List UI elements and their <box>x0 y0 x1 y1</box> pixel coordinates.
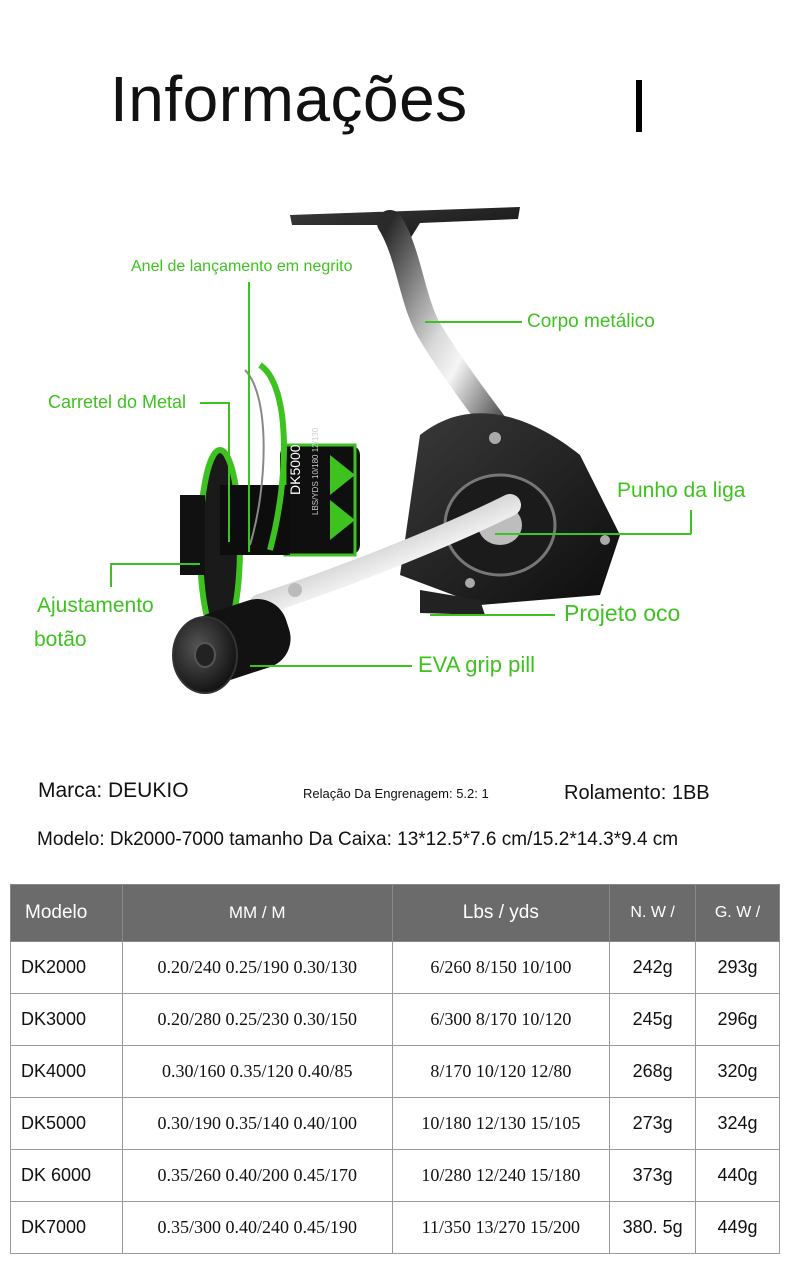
cell-lbs: 6/300 8/170 10/120 <box>391 993 611 1046</box>
cell-gw: 293g <box>695 941 780 994</box>
callout-line-casting-ring <box>248 282 250 552</box>
header-lbs: Lbs / yds <box>391 884 611 942</box>
callout-metal-body: Corpo metálico <box>527 311 655 332</box>
header-nw: N. W / <box>609 884 697 942</box>
cell-model: DK 6000 <box>10 1149 123 1202</box>
spec-table: Modelo MM / M Lbs / yds N. W / G. W / DK… <box>10 884 780 1254</box>
spool-sub-label: LBS/YDS 10/180 12/130 <box>311 427 320 515</box>
fishing-reel-image: DK5000 LBS/YDS 10/180 12/130 <box>172 207 620 694</box>
cell-nw: 380. 5g <box>609 1201 697 1254</box>
table-header-row: Modelo MM / M Lbs / yds N. W / G. W / <box>10 884 780 942</box>
cell-lbs: 10/280 12/240 15/180 <box>391 1149 611 1202</box>
callout-alloy-handle: Punho da liga <box>617 479 746 502</box>
callout-line-alloy-handle-v <box>690 510 692 534</box>
cell-mm: 0.30/190 0.35/140 0.40/100 <box>121 1097 393 1150</box>
cell-model: DK4000 <box>10 1045 123 1098</box>
text-cursor <box>636 80 642 132</box>
cell-gw: 296g <box>695 993 780 1046</box>
cell-lbs: 6/260 8/150 10/100 <box>391 941 611 994</box>
brand-text: Marca: DEUKIO <box>38 779 189 802</box>
gear-ratio-text: Relação Da Engrenagem: 5.2: 1 <box>303 786 489 801</box>
cell-nw: 273g <box>609 1097 697 1150</box>
cell-lbs: 8/170 10/120 12/80 <box>391 1045 611 1098</box>
cell-nw: 242g <box>609 941 697 994</box>
cell-gw: 324g <box>695 1097 780 1150</box>
callout-hollow-design: Projeto oco <box>564 600 681 626</box>
table-row: DK5000 0.30/190 0.35/140 0.40/100 10/180… <box>10 1097 780 1150</box>
cell-model: DK7000 <box>10 1201 123 1254</box>
callout-line-metal-spool <box>200 402 228 404</box>
callout-line-metal-spool-v <box>228 402 230 542</box>
cell-gw: 440g <box>695 1149 780 1202</box>
cell-lbs: 11/350 13/270 15/200 <box>391 1201 611 1254</box>
callout-line-hollow <box>430 614 555 616</box>
cell-mm: 0.35/260 0.40/200 0.45/170 <box>121 1149 393 1202</box>
spool-model-label: DK5000 <box>287 444 303 495</box>
callout-eva-grip: EVA grip pill <box>418 652 535 677</box>
callout-line-adjust-v <box>110 563 112 587</box>
callout-adjust-line1: Ajustamento <box>37 594 154 617</box>
callout-casting-ring: Anel de lançamento em negrito <box>131 258 353 275</box>
cell-gw: 320g <box>695 1045 780 1098</box>
cell-nw: 245g <box>609 993 697 1046</box>
cell-lbs: 10/180 12/130 15/105 <box>391 1097 611 1150</box>
table-row: DK4000 0.30/160 0.35/120 0.40/85 8/170 1… <box>10 1045 780 1098</box>
cell-nw: 373g <box>609 1149 697 1202</box>
cell-mm: 0.30/160 0.35/120 0.40/85 <box>121 1045 393 1098</box>
cell-mm: 0.20/280 0.25/230 0.30/150 <box>121 993 393 1046</box>
bearing-text: Rolamento: 1BB <box>564 782 710 804</box>
header-mm: MM / M <box>121 884 393 942</box>
cell-nw: 268g <box>609 1045 697 1098</box>
header-gw: G. W / <box>695 884 780 942</box>
page-title: Informações <box>110 63 468 135</box>
cell-gw: 449g <box>695 1201 780 1254</box>
table-row: DK 6000 0.35/260 0.40/200 0.45/170 10/28… <box>10 1149 780 1202</box>
cell-model: DK2000 <box>10 941 123 994</box>
callout-adjust-line2: botão <box>34 628 87 651</box>
cell-model: DK5000 <box>10 1097 123 1150</box>
cell-mm: 0.35/300 0.40/240 0.45/190 <box>121 1201 393 1254</box>
table-row: DK3000 0.20/280 0.25/230 0.30/150 6/300 … <box>10 993 780 1046</box>
model-size-text: Modelo: Dk2000-7000 tamanho Da Caixa: 13… <box>37 829 679 850</box>
callout-line-eva <box>250 665 412 667</box>
callout-metal-spool: Carretel do Metal <box>48 392 187 412</box>
cell-model: DK3000 <box>10 993 123 1046</box>
callout-line-adjust <box>110 563 200 565</box>
callout-line-metal-body <box>425 321 522 323</box>
table-row: DK7000 0.35/300 0.40/240 0.45/190 11/350… <box>10 1201 780 1254</box>
header-model: Modelo <box>10 884 123 942</box>
callout-line-alloy-handle <box>495 533 691 535</box>
cell-mm: 0.20/240 0.25/190 0.30/130 <box>121 941 393 994</box>
table-row: DK2000 0.20/240 0.25/190 0.30/130 6/260 … <box>10 941 780 994</box>
